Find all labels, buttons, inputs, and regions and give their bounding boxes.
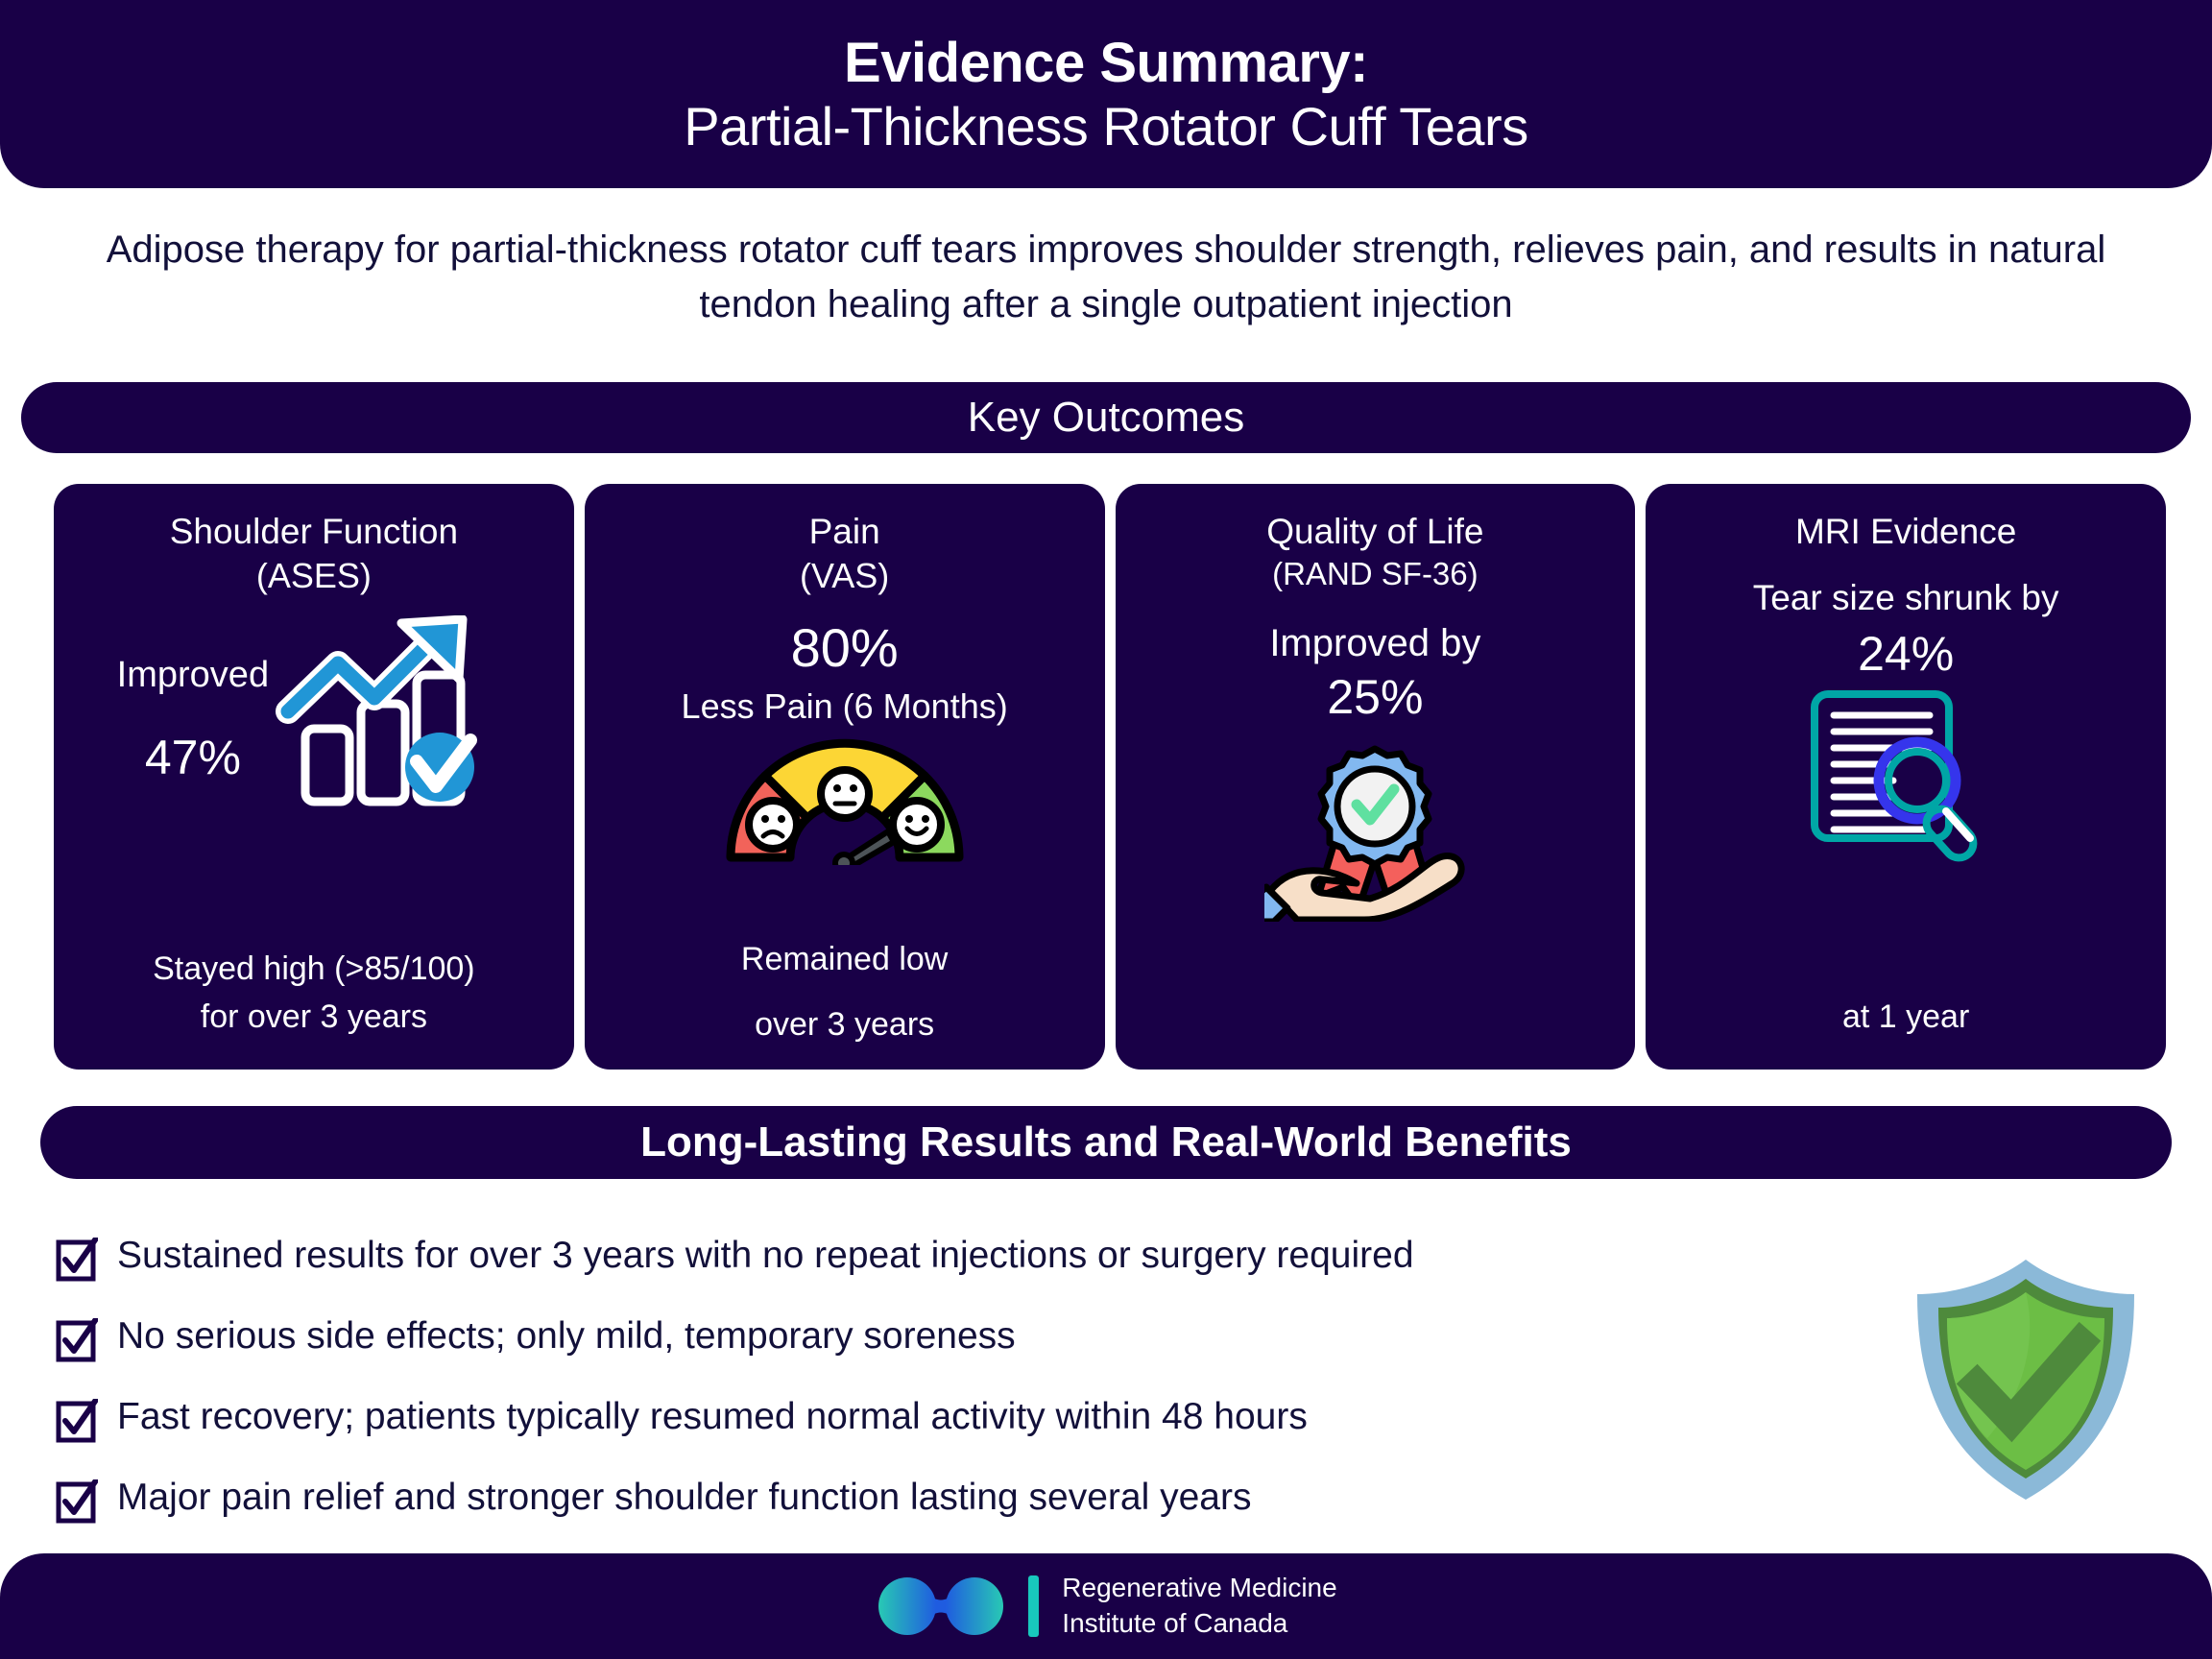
- card2-footer-line1: Remained low: [740, 941, 949, 978]
- green-shield-check-icon: [1896, 1256, 2155, 1505]
- outcome-cards: Shoulder Function (ASES) Improved 47%: [54, 484, 2166, 1070]
- satisfaction-gauge-icon: [719, 738, 971, 876]
- outcome-card-quality-of-life: Quality of Life (RAND SF-36) Improved by…: [1115, 484, 1636, 1070]
- footer-bar: Regenerative Medicine Institute of Canad…: [0, 1553, 2212, 1659]
- long-lasting-banner: Long-Lasting Results and Real-World Bene…: [40, 1106, 2172, 1179]
- benefit-text-1: Sustained results for over 3 years with …: [117, 1235, 1414, 1276]
- list-item: Major pain relief and stronger shoulder …: [56, 1477, 1937, 1532]
- benefit-text-4: Major pain relief and stronger shoulder …: [117, 1477, 1252, 1518]
- hand-holding-award-badge-icon: [1247, 739, 1485, 926]
- card4-footer: at 1 year: [1646, 994, 2166, 1041]
- card1-footer-line2: for over 3 years: [200, 998, 427, 1035]
- card4-footer-line1: at 1 year: [1841, 998, 1970, 1035]
- checkbox-checked-icon: [56, 1316, 99, 1362]
- card1-label: Improved: [116, 655, 270, 696]
- document-magnifier-icon: [1805, 688, 2007, 876]
- card1-subtitle: (ASES): [255, 556, 372, 596]
- subtitle-text: Adipose therapy for partial-thickness ro…: [106, 228, 2106, 325]
- key-outcomes-banner: Key Outcomes: [21, 382, 2191, 453]
- card3-value: 25%: [1327, 669, 1424, 724]
- benefits-list: Sustained results for over 3 years with …: [56, 1235, 1937, 1557]
- card1-title: Shoulder Function: [169, 512, 459, 551]
- card3-subtitle: (RAND SF-36): [1272, 556, 1479, 592]
- card2-footer: Remained low over 3 years: [585, 936, 1105, 1048]
- list-item: Fast recovery; patients typically resume…: [56, 1396, 1937, 1452]
- checkbox-checked-icon: [56, 1397, 99, 1443]
- card4-title: MRI Evidence: [1794, 512, 2017, 551]
- checkbox-checked-icon: [56, 1236, 99, 1282]
- card3-label: Improved by: [1269, 621, 1481, 664]
- card4-value: 24%: [1858, 627, 1955, 682]
- org-name-line2: Institute of Canada: [1062, 1608, 1288, 1638]
- bar-chart-up-arrow-check-icon: [271, 614, 511, 822]
- card1-footer-line1: Stayed high (>85/100): [153, 950, 475, 988]
- checkbox-checked-icon: [56, 1478, 99, 1524]
- long-lasting-banner-label: Long-Lasting Results and Real-World Bene…: [640, 1118, 1572, 1166]
- page-title-line2: Partial-Thickness Rotator Cuff Tears: [684, 96, 1528, 157]
- card2-footer-line2: over 3 years: [755, 1005, 935, 1043]
- org-name-line1: Regenerative Medicine: [1062, 1573, 1337, 1603]
- key-outcomes-banner-label: Key Outcomes: [967, 394, 1245, 441]
- list-item: No serious side effects; only mild, temp…: [56, 1315, 1937, 1371]
- outcome-card-shoulder-function: Shoulder Function (ASES) Improved 47%: [54, 484, 574, 1070]
- card2-subtitle: (VAS): [799, 556, 890, 596]
- outcome-card-mri-evidence: MRI Evidence Tear size shrunk by 24%: [1646, 484, 2166, 1070]
- card2-value: 80%: [790, 617, 899, 679]
- card2-title: Pain: [808, 512, 880, 551]
- card3-title: Quality of Life: [1266, 512, 1484, 551]
- card1-value: 47%: [144, 730, 241, 784]
- card2-label: Less Pain (6 Months): [681, 685, 1008, 726]
- header-banner: Evidence Summary: Partial-Thickness Rota…: [0, 0, 2212, 188]
- benefit-text-2: No serious side effects; only mild, temp…: [117, 1315, 1016, 1357]
- list-item: Sustained results for over 3 years with …: [56, 1235, 1937, 1290]
- dumbbell-cell-logo-icon: [875, 1575, 1007, 1637]
- page-title-line1: Evidence Summary:: [844, 32, 1368, 95]
- org-name: Regenerative Medicine Institute of Canad…: [1062, 1571, 1336, 1642]
- logo-divider-bar: [1028, 1575, 1040, 1637]
- benefit-text-3: Fast recovery; patients typically resume…: [117, 1396, 1308, 1437]
- outcome-card-pain: Pain (VAS) 80% Less Pain (6 Months): [584, 484, 1105, 1070]
- card1-footer: Stayed high (>85/100) for over 3 years: [54, 946, 574, 1041]
- card4-label: Tear size shrunk by: [1752, 578, 2059, 618]
